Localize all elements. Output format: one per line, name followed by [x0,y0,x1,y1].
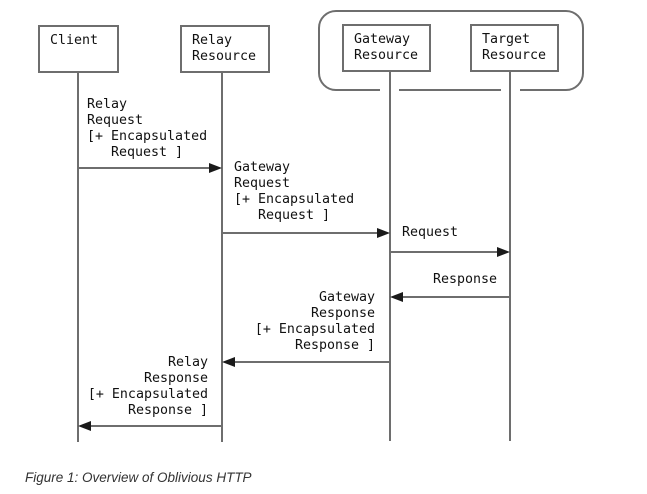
lifeline-gateway [389,72,391,441]
participant-label-target: Target Resource [482,32,547,63]
message-label-relay-response: Relay Response [+ Encapsulated Response … [87,355,208,418]
lifeline-relay [221,73,223,442]
participant-box-relay: Relay Resource [180,25,270,73]
arrowhead-left-icon [390,292,403,302]
figure-caption: Figure 1: Overview of Oblivious HTTP [25,470,252,485]
message-label-gateway-request: Gateway Request [+ Encapsulated Request … [234,160,355,223]
participant-label-relay: Relay Resource [192,33,257,64]
participant-box-target: Target Resource [470,24,559,72]
lifeline-target [509,72,511,441]
message-line-request [390,251,497,253]
message-line-response [403,296,510,298]
participant-label-gateway: Gateway Resource [354,32,419,63]
participant-label-client: Client [50,33,99,48]
gateway-target-group-box [318,10,584,91]
arrowhead-right-icon [497,247,510,257]
lifeline-client [77,73,79,442]
arrowhead-right-icon [377,228,390,238]
arrowhead-left-icon [222,357,235,367]
participant-box-client: Client [38,25,119,73]
participant-box-gateway: Gateway Resource [342,24,431,72]
message-line-gateway-request [222,232,377,234]
message-line-relay-response [91,425,222,427]
message-line-gateway-response [235,361,390,363]
message-label-relay-request: Relay Request [+ Encapsulated Request ] [87,97,208,160]
message-label-response: Response [432,272,497,287]
message-label-gateway-response: Gateway Response [+ Encapsulated Respons… [254,290,375,353]
arrowhead-right-icon [209,163,222,173]
arrowhead-left-icon [78,421,91,431]
message-line-relay-request [78,167,209,169]
message-label-request: Request [402,225,459,240]
